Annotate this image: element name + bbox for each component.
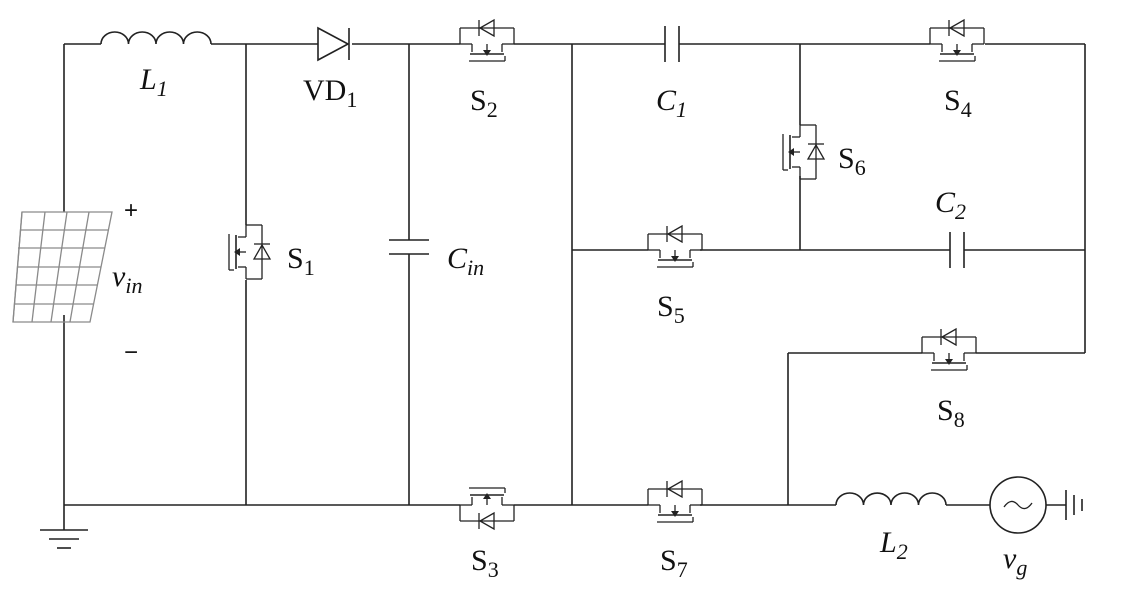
mosfet-s1 [228,224,271,280]
label-s3: S3 [471,544,499,582]
label-s6: S6 [838,142,866,180]
ac-source-vg [989,476,1083,534]
label-s8: S8 [937,394,965,432]
mosfet-s2 [459,19,515,62]
label-cin: Cin [447,242,484,280]
mosfet-s4 [929,19,985,62]
label-s5: S5 [657,290,685,328]
capacitor-c1 [664,26,680,62]
component-labels: L1 VD1 S2 C1 S4 S6 C2 S1 Cin S5 S8 S3 S7… [112,63,1027,582]
mosfet-s8 [921,328,977,371]
diode-vd1 [317,26,350,62]
label-c2: C2 [935,186,966,224]
capacitor-cin [389,239,429,255]
label-c1: C1 [656,84,687,122]
label-vin: vin [112,260,142,298]
solar-panel-icon [12,211,113,323]
label-vg: vg [1003,542,1027,580]
wires [63,43,1086,530]
mosfet-s6 [782,124,825,180]
capacitor-c2 [949,232,965,268]
ground-icon [40,529,88,549]
mosfet-s5 [647,225,703,268]
label-minus: − [124,339,138,366]
label-plus: + [124,197,138,224]
label-s1: S1 [287,242,315,280]
label-l2: L2 [879,526,908,564]
label-s7: S7 [660,544,688,582]
inductor-l2 [835,492,947,506]
inductor-l1 [100,31,212,45]
label-l1: L1 [139,63,168,101]
mosfet-s7 [647,480,703,523]
mosfet-s3 [459,487,515,530]
label-s4: S4 [944,84,972,122]
label-s2: S2 [470,84,498,122]
label-vd1: VD1 [303,74,357,112]
